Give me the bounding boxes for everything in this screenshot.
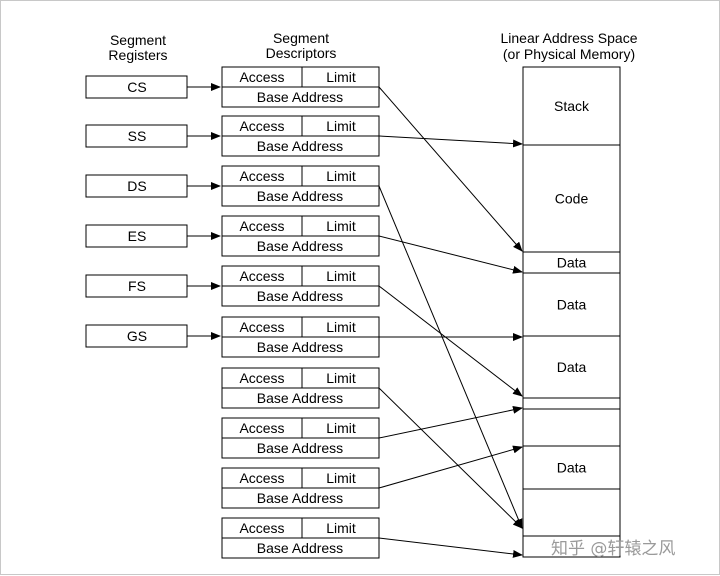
descriptor-limit-label: Limit (326, 370, 356, 386)
segment-registers: CS SS DS ES FS GS (85, 75, 221, 348)
descriptor-to-memory-arrow-4 (378, 235, 523, 274)
register-fs: FS (85, 274, 221, 298)
descriptor-access-label: Access (239, 118, 284, 134)
descriptor-access-label: Access (239, 370, 284, 386)
memory-outline (522, 66, 621, 558)
descriptor-to-memory-arrow-8 (378, 405, 523, 439)
descriptor-access-label: Access (239, 218, 284, 234)
registers-header-line1: Segment (110, 32, 166, 48)
mapping-arrows (378, 86, 523, 558)
descriptor-to-memory-arrow-10 (378, 537, 523, 558)
register-ss: SS (85, 124, 221, 148)
memory-region-label: Data (557, 297, 587, 313)
descriptor-access-label: Access (239, 319, 284, 335)
descriptor-base-label: Base Address (257, 540, 343, 556)
descriptor-limit-label: Limit (326, 168, 356, 184)
descriptor-limit-label: Limit (326, 268, 356, 284)
descriptors-header-line2: Descriptors (266, 45, 337, 61)
descriptor-base-label: Base Address (257, 138, 343, 154)
descriptor-base-label: Base Address (257, 89, 343, 105)
descriptor-to-memory-arrow-9 (378, 445, 523, 489)
descriptor-to-memory-arrow-1 (378, 86, 523, 252)
linear-space-header-line2: (or Physical Memory) (503, 46, 635, 62)
register-cs: CS (85, 75, 221, 99)
register-label: SS (128, 128, 147, 144)
descriptor-limit-label: Limit (326, 520, 356, 536)
descriptor-base-label: Base Address (257, 188, 343, 204)
descriptor-limit-label: Limit (326, 470, 356, 486)
descriptor-access-label: Access (239, 69, 284, 85)
descriptor-access-label: Access (239, 168, 284, 184)
descriptor-to-memory-arrow-2 (378, 135, 523, 148)
register-ds: DS (85, 174, 221, 198)
register-gs: GS (85, 324, 221, 348)
descriptor-base-label: Base Address (257, 440, 343, 456)
linear-space-header-line1: Linear Address Space (501, 30, 638, 46)
register-label: ES (128, 228, 147, 244)
registers-header-line2: Registers (108, 47, 167, 63)
descriptor-limit-label: Limit (326, 420, 356, 436)
descriptor-base-label: Base Address (257, 339, 343, 355)
descriptor-access-label: Access (239, 470, 284, 486)
memory-region-label: Data (557, 255, 587, 271)
descriptor-limit-label: Limit (326, 319, 356, 335)
descriptor-to-memory-arrow-7 (378, 387, 523, 529)
descriptor-to-memory-arrow-5 (378, 285, 523, 397)
register-es: ES (85, 224, 221, 248)
descriptor-limit-label: Limit (326, 218, 356, 234)
descriptor-access-label: Access (239, 268, 284, 284)
descriptor-access-label: Access (239, 520, 284, 536)
descriptor-base-label: Base Address (257, 238, 343, 254)
memory-region-label: Data (557, 359, 587, 375)
register-label: FS (128, 278, 146, 294)
descriptor-base-label: Base Address (257, 288, 343, 304)
register-label: CS (127, 79, 146, 95)
descriptor-to-memory-arrow-3 (378, 185, 523, 529)
descriptor-base-label: Base Address (257, 390, 343, 406)
register-label: GS (127, 328, 147, 344)
memory-region-label: Data (557, 460, 587, 476)
memory-region-label: Stack (554, 98, 590, 114)
memory-region-label: Code (555, 191, 589, 207)
descriptors-header-line1: Segment (273, 30, 329, 46)
register-label: DS (127, 178, 146, 194)
descriptor-access-label: Access (239, 420, 284, 436)
descriptor-limit-label: Limit (326, 118, 356, 134)
watermark: 知乎 @轩辕之风 (551, 539, 675, 559)
descriptor-base-label: Base Address (257, 490, 343, 506)
descriptor-limit-label: Limit (326, 69, 356, 85)
